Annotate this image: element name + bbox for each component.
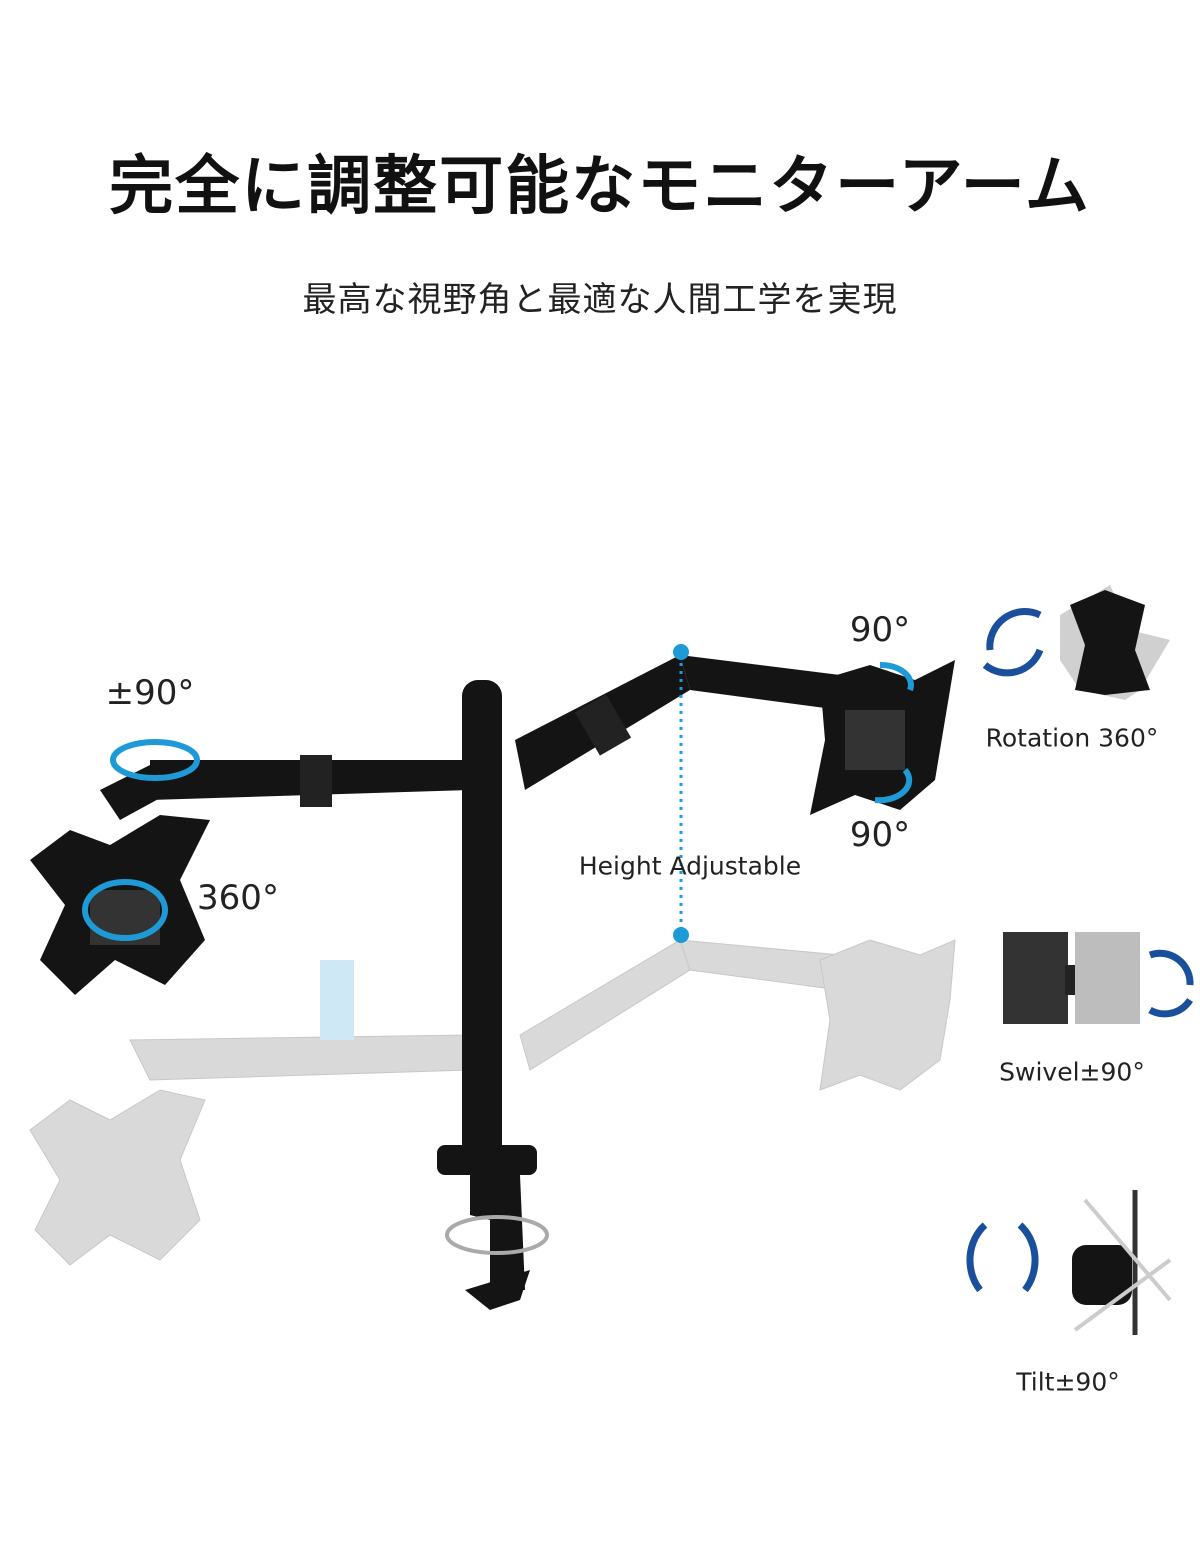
height-indicator <box>673 644 689 943</box>
feature-tilt-label: Tilt±90° <box>1016 1367 1120 1397</box>
pole <box>437 680 549 1310</box>
feature-swivel-label: Swivel±90° <box>999 1057 1145 1087</box>
height-adjustable-label: Height Adjustable <box>578 851 802 881</box>
right-arm <box>515 655 955 815</box>
swivel-icon <box>1003 932 1194 1024</box>
up-arrows-icon <box>320 960 354 1040</box>
rotation-icon <box>982 585 1170 700</box>
right-top-angle-label: 90° <box>849 610 911 650</box>
ghost-arm <box>29 939 956 1266</box>
subtitle: 最高な視野角と最適な人間工学を実現 <box>302 280 898 320</box>
right-bottom-angle-label: 90° <box>849 815 911 855</box>
left-rotation-label: 360° <box>197 878 279 918</box>
page-title: 完全に調整可能なモニターアーム <box>109 150 1091 224</box>
rotation-arrows <box>82 661 914 941</box>
feature-rotation-label: Rotation 360° <box>985 723 1159 753</box>
tilt-icon <box>966 1190 1172 1335</box>
left-arm <box>30 755 470 995</box>
left-swivel-label: ±90° <box>105 673 195 713</box>
